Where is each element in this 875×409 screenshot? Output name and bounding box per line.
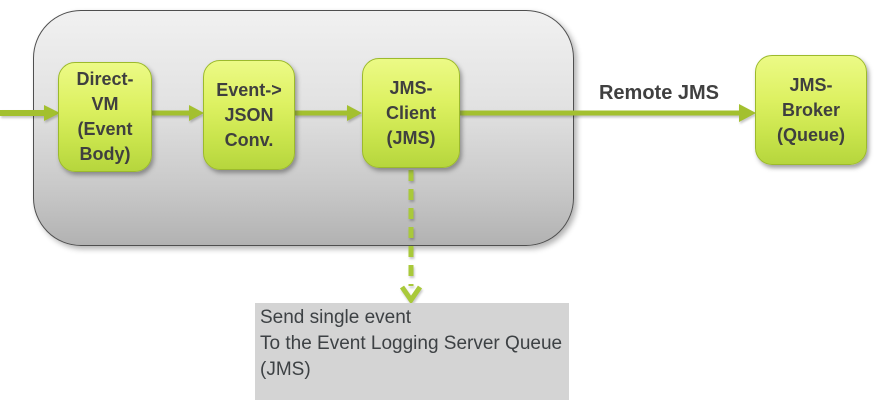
node-direct-vm: Direct- VM (Event Body) [58,62,152,172]
arrow-jmsclient-to-broker [460,104,756,122]
arrow-directvm-to-converter [152,105,204,121]
node-jms-client: JMS- Client (JMS) [362,58,460,168]
node-jms-broker-label: JMS- Broker (Queue) [776,74,845,145]
inbound-arrow [0,105,60,121]
dashed-arrow-to-note [399,170,423,305]
node-direct-vm-label: Direct- VM (Event Body) [76,69,134,164]
note-box: Send single event To the Event Logging S… [255,303,569,400]
node-jms-broker: JMS- Broker (Queue) [755,55,867,165]
remote-jms-edge-label: Remote JMS [598,82,720,104]
note-text: Send single event To the Event Logging S… [260,307,563,380]
node-jms-client-label: JMS- Client (JMS) [385,77,436,148]
node-event-json-converter: Event-> JSON Conv. [203,60,295,170]
arrow-converter-to-jmsclient [295,105,362,121]
node-event-json-converter-label: Event-> JSON Conv. [216,79,282,150]
